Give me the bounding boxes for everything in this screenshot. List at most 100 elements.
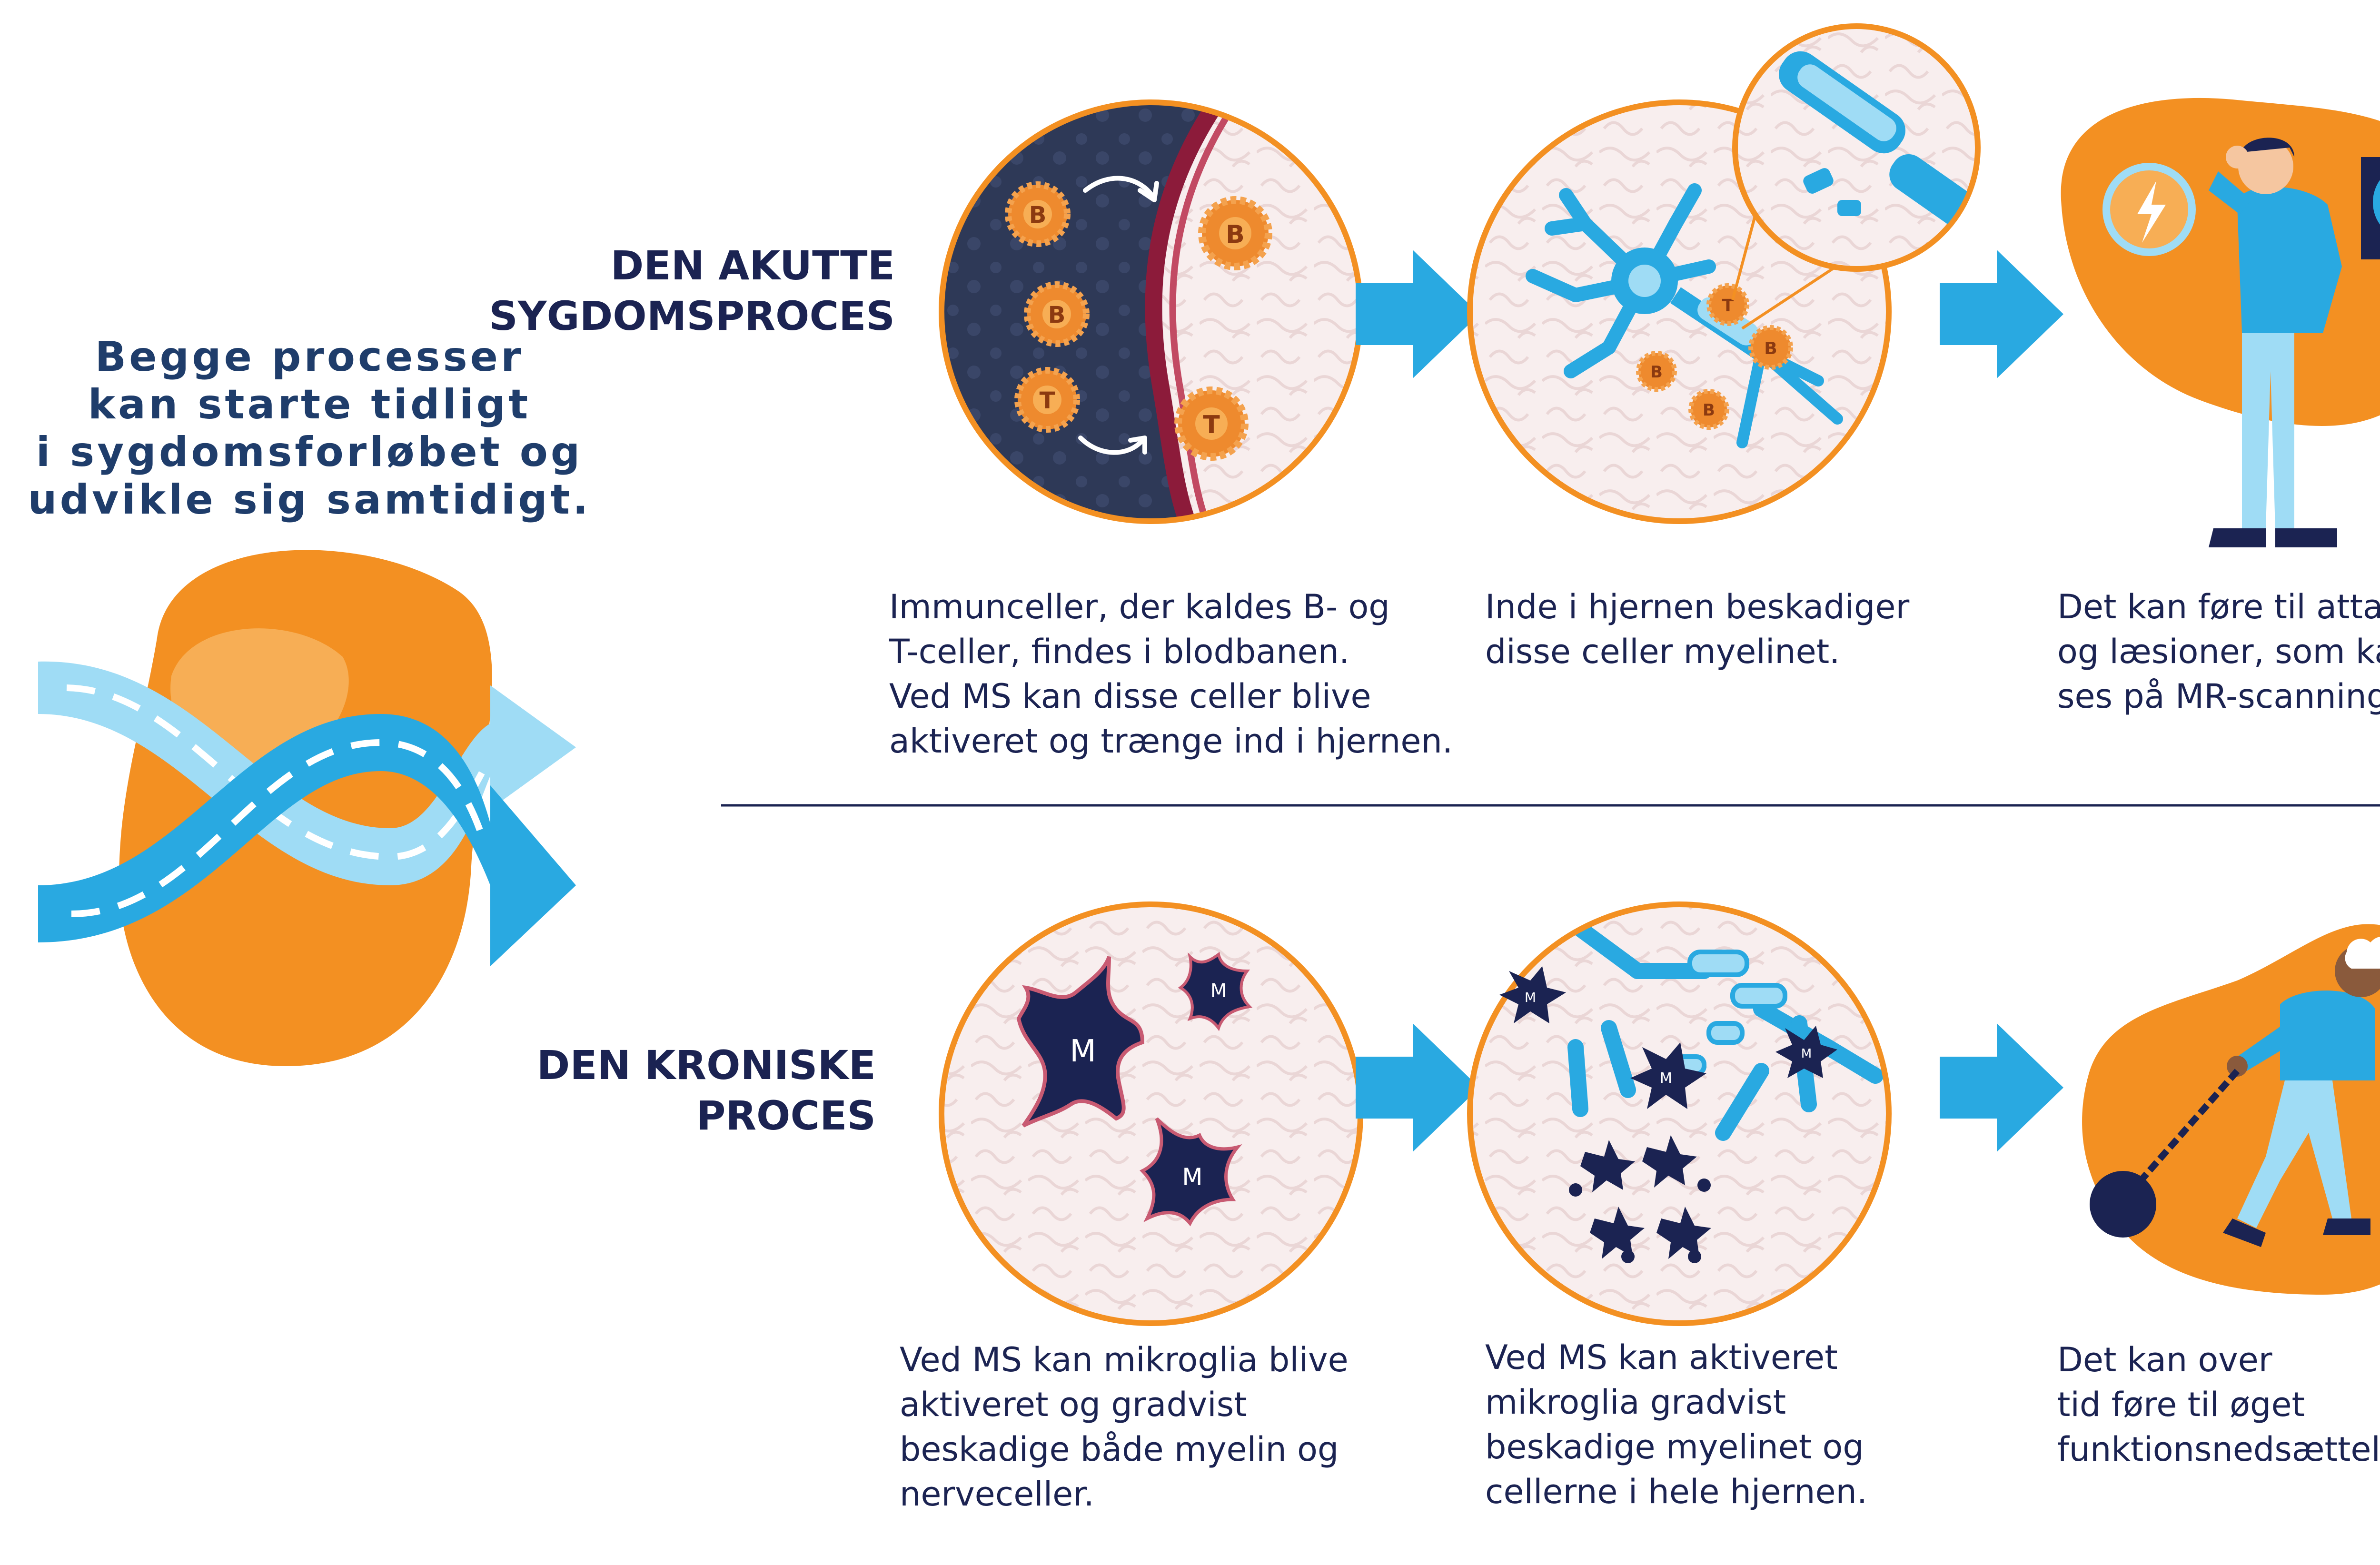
caption-line: disse celler myelinet. bbox=[1485, 632, 1840, 671]
migration-arrow-icon bbox=[1078, 436, 1145, 455]
title-line: SYGDOMSPROCES bbox=[489, 293, 895, 339]
title-line: PROCES bbox=[696, 1092, 876, 1139]
dark-road-dashes bbox=[71, 739, 489, 917]
damaged-neuron-circle: M M M bbox=[1467, 901, 1892, 1326]
cell-label-t: T bbox=[1040, 387, 1055, 414]
arrow-right-icon bbox=[1940, 1023, 2063, 1152]
intro-line: udvikle sig samtidigt. bbox=[28, 476, 591, 524]
migration-arrowhead bbox=[1128, 436, 1147, 455]
caption-line: aktiveret og trænge ind i hjernen. bbox=[889, 722, 1453, 761]
caption-line: beskadige både myelin og bbox=[900, 1430, 1339, 1469]
acute-caption-bloodstream: Immunceller, der kaldes B- og T-celler, … bbox=[889, 584, 1508, 763]
caption-line: Det kan over bbox=[2057, 1340, 2272, 1379]
cell-label-m: M bbox=[1210, 980, 1227, 1002]
microglia-ring bbox=[1569, 1135, 1711, 1263]
person-legs bbox=[2242, 333, 2294, 528]
cell-label-m: M bbox=[1525, 990, 1536, 1005]
caption-line: tid føre til øget bbox=[2057, 1385, 2305, 1424]
caption-line: Inde i hjernen beskadiger bbox=[1485, 587, 1910, 626]
dark-road bbox=[38, 714, 576, 966]
intro-line: Begge processer bbox=[95, 333, 524, 381]
arrow-right-icon bbox=[1940, 250, 2063, 378]
intro-text: Begge processer kan starte tidligt i syg… bbox=[19, 333, 600, 524]
immune-cell-t: T bbox=[1706, 283, 1749, 326]
person-shoes bbox=[2223, 1218, 2370, 1247]
person-hair bbox=[2239, 138, 2294, 159]
thought-cloud-icon bbox=[2345, 936, 2380, 969]
immune-cell-b: B bbox=[1636, 351, 1677, 392]
migration-arrow-icon bbox=[1083, 176, 1154, 198]
cell-label-t: T bbox=[1203, 411, 1220, 439]
neuron-nucleus bbox=[1628, 265, 1661, 297]
person-torso bbox=[2237, 187, 2342, 333]
cell-label-m: M bbox=[1070, 1034, 1096, 1069]
brain-tissue bbox=[942, 904, 1360, 1323]
headache-person bbox=[2061, 98, 2380, 547]
caption-line: nerveceller. bbox=[900, 1475, 1094, 1514]
microglia-cell-small: M bbox=[1178, 951, 1253, 1031]
acute-caption-attacks: Det kan føre til attakker og læsioner, s… bbox=[2057, 584, 2380, 719]
caption-line: T-celler, findes i blodbanen. bbox=[889, 632, 1350, 671]
caption-line: aktiveret og gradvist bbox=[900, 1385, 1247, 1424]
title-line: DEN KRONISKE bbox=[536, 1042, 876, 1089]
title-line: DEN AKUTTE bbox=[610, 242, 895, 289]
person-shoes bbox=[2209, 528, 2337, 547]
caption-line: cellerne i hele hjernen. bbox=[1485, 1472, 1868, 1511]
person-arm bbox=[2237, 1023, 2294, 1071]
immune-cell-b: B bbox=[1005, 181, 1071, 247]
intro-line: kan starte tidligt bbox=[88, 381, 531, 428]
person-hand bbox=[2227, 1056, 2248, 1077]
microglia-circle: M M M bbox=[939, 901, 1363, 1326]
cell-label-m: M bbox=[1182, 1163, 1202, 1191]
chain bbox=[2130, 1069, 2240, 1192]
person-hand bbox=[2226, 146, 2249, 168]
microglia-cell: M bbox=[1630, 1042, 1706, 1109]
caption-line: funktionsnedsættelse. bbox=[2057, 1430, 2380, 1469]
person-arm bbox=[2209, 171, 2251, 214]
caption-line: Ved MS kan mikroglia blive bbox=[900, 1340, 1349, 1379]
chronic-caption-disability: Det kan over tid føre til øget funktions… bbox=[2057, 1337, 2380, 1472]
chronic-caption-brain-damage: Ved MS kan aktiveret mikroglia gradvist … bbox=[1485, 1335, 1961, 1514]
cell-label-m: M bbox=[1660, 1070, 1672, 1087]
caption-line: og læsioner, som kan bbox=[2057, 632, 2380, 671]
vessel-wall bbox=[1145, 102, 1226, 521]
microglia-cell-medium: M bbox=[1140, 1117, 1242, 1227]
zoom-circle bbox=[1732, 23, 1981, 272]
chronic-caption-microglia: Ved MS kan mikroglia blive aktiveret og … bbox=[900, 1337, 1471, 1516]
immune-cell-b-migrated: B bbox=[1198, 196, 1272, 270]
chronic-section-title: DEN KRONISKE PROCES bbox=[390, 1040, 876, 1141]
circle-border bbox=[1467, 901, 1892, 1326]
acute-caption-myelin: Inde i hjernen beskadiger disse celler m… bbox=[1485, 584, 1961, 674]
arrow-right-icon bbox=[1356, 1023, 1479, 1152]
caption-line: Immunceller, der kaldes B- og bbox=[889, 587, 1390, 626]
ball-and-chain-icon bbox=[2090, 1171, 2156, 1238]
lightning-bolt bbox=[2137, 181, 2166, 243]
circle-border bbox=[1467, 99, 1892, 524]
immune-cell-t: T bbox=[1014, 367, 1080, 433]
person-head bbox=[2238, 139, 2293, 194]
caption-line: mikroglia gradvist bbox=[1485, 1383, 1786, 1422]
cell-label-b: B bbox=[1226, 220, 1245, 249]
caption-line: Ved MS kan aktiveret bbox=[1485, 1338, 1838, 1377]
cell-label-m: M bbox=[1801, 1047, 1812, 1061]
zoom-line bbox=[1741, 258, 1848, 330]
person-legs bbox=[2237, 1080, 2351, 1228]
caption-line: Ved MS kan disse celler blive bbox=[889, 677, 1371, 716]
person-torso bbox=[2280, 991, 2375, 1080]
microglia-cell: M bbox=[1499, 966, 1566, 1023]
acute-section-title: DEN AKUTTE SYGDOMSPROCES bbox=[390, 240, 895, 341]
cell-label-b: B bbox=[1650, 363, 1663, 382]
cell-label-b: B bbox=[1029, 202, 1047, 228]
cell-label-b: B bbox=[1048, 302, 1066, 328]
intro-line: i sygdomsforløbet og bbox=[36, 428, 583, 476]
microglia-cell: M bbox=[1775, 1026, 1837, 1078]
arrow-right-icon bbox=[1356, 250, 1479, 378]
mri-brain bbox=[2373, 180, 2380, 225]
cell-label-b: B bbox=[1703, 401, 1715, 420]
migration-arrowhead bbox=[1138, 181, 1159, 202]
neuron-circle: B T B B bbox=[1467, 23, 1981, 524]
immune-cell-b: B bbox=[1024, 281, 1090, 347]
